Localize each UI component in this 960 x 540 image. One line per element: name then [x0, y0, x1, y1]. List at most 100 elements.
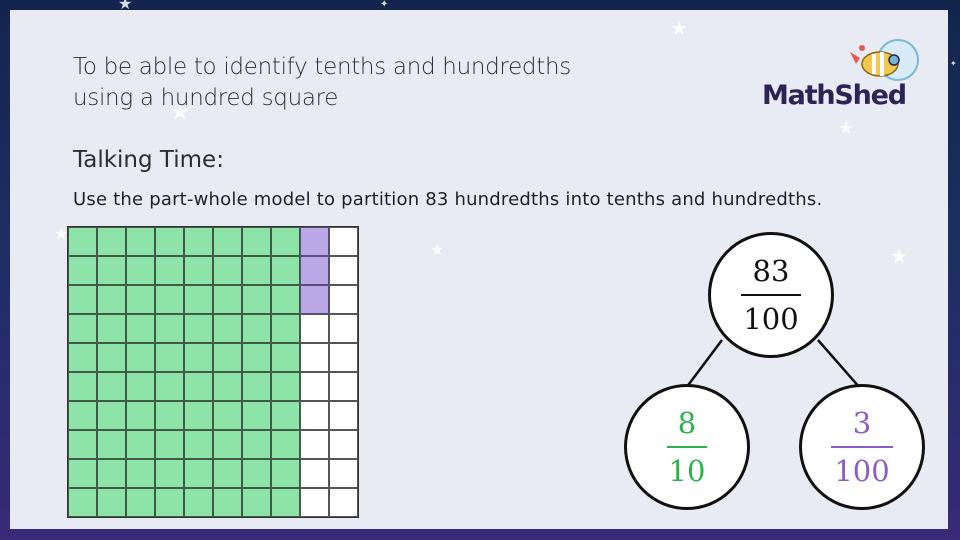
talking-time-heading: Talking Time:	[73, 147, 224, 173]
tenth-cell	[97, 256, 126, 285]
star-icon: ★	[890, 244, 908, 268]
empty-cell	[329, 459, 358, 488]
star-icon: ★	[170, 100, 190, 125]
slide: ★ ★ ★ ★ ★ ★ To be able to identify tenth…	[10, 10, 948, 529]
tenth-cell	[271, 227, 300, 256]
mathshed-logo: MathShed	[762, 38, 922, 113]
tenth-cell	[126, 372, 155, 401]
tenth-cell	[213, 227, 242, 256]
tenth-cell	[126, 401, 155, 430]
tenth-cell	[155, 256, 184, 285]
tenth-cell	[68, 227, 97, 256]
empty-cell	[329, 372, 358, 401]
tenth-cell	[184, 227, 213, 256]
tenth-cell	[242, 256, 271, 285]
tenth-cell	[68, 488, 97, 517]
tenth-cell	[97, 401, 126, 430]
tenth-cell	[97, 430, 126, 459]
tenth-cell	[126, 343, 155, 372]
tenth-cell	[242, 372, 271, 401]
tenth-cell	[126, 488, 155, 517]
tenth-cell	[68, 401, 97, 430]
hundredth-cell	[300, 285, 329, 314]
tenth-cell	[213, 459, 242, 488]
tenth-cell	[184, 343, 213, 372]
part-hundredths-circle: 3 100	[799, 384, 925, 510]
tenth-cell	[126, 227, 155, 256]
tenth-cell	[271, 285, 300, 314]
tenth-cell	[213, 314, 242, 343]
hundredth-cell	[300, 256, 329, 285]
whole-circle: 83 100	[708, 232, 834, 358]
tenth-cell	[213, 256, 242, 285]
star-icon: ✦	[950, 59, 957, 68]
tenths-denominator: 10	[668, 454, 706, 488]
tenth-cell	[213, 488, 242, 517]
tenth-cell	[271, 401, 300, 430]
empty-cell	[300, 430, 329, 459]
tenth-cell	[68, 314, 97, 343]
connector-right	[817, 339, 861, 389]
tenth-cell	[184, 488, 213, 517]
whole-numerator: 83	[752, 254, 790, 288]
fraction-bar	[831, 446, 893, 448]
empty-cell	[329, 285, 358, 314]
tenth-cell	[271, 459, 300, 488]
rocket-mascot-icon	[850, 39, 919, 81]
tenth-cell	[242, 488, 271, 517]
star-icon: ★	[118, 0, 133, 13]
tenth-cell	[68, 430, 97, 459]
tenth-cell	[155, 343, 184, 372]
tenth-cell	[184, 430, 213, 459]
tenth-cell	[155, 314, 184, 343]
empty-cell	[300, 488, 329, 517]
tenth-cell	[68, 256, 97, 285]
tenth-cell	[184, 314, 213, 343]
part-whole-connectors	[685, 339, 861, 389]
tenth-cell	[68, 372, 97, 401]
objective-line-2: using a hundred square	[73, 85, 339, 111]
tenth-cell	[242, 343, 271, 372]
tenth-cell	[155, 459, 184, 488]
empty-cell	[329, 488, 358, 517]
empty-cell	[329, 227, 358, 256]
tenth-cell	[155, 488, 184, 517]
empty-cell	[329, 430, 358, 459]
whole-denominator: 100	[743, 302, 799, 336]
tenths-numerator: 8	[677, 406, 697, 440]
objective-line-1: To be able to identify tenths and hundre…	[73, 54, 571, 80]
tenth-cell	[97, 488, 126, 517]
tenth-cell	[155, 285, 184, 314]
tenth-cell	[213, 401, 242, 430]
tenth-cell	[242, 430, 271, 459]
instruction-text: Use the part-whole model to partition 83…	[73, 189, 823, 210]
tenth-cell	[97, 343, 126, 372]
tenth-cell	[126, 430, 155, 459]
tenth-cell	[184, 285, 213, 314]
tenth-cell	[97, 285, 126, 314]
tenth-cell	[155, 401, 184, 430]
tenth-cell	[126, 314, 155, 343]
fraction-bar	[667, 446, 707, 448]
tenth-cell	[126, 459, 155, 488]
tenth-cell	[271, 256, 300, 285]
empty-cell	[300, 343, 329, 372]
tenth-cell	[271, 372, 300, 401]
tenth-cell	[68, 459, 97, 488]
fraction-bar	[741, 294, 801, 296]
star-icon: ★	[430, 240, 445, 259]
tenth-cell	[97, 227, 126, 256]
star-icon: ★	[838, 118, 855, 139]
empty-cell	[300, 372, 329, 401]
connector-left	[685, 339, 723, 389]
tenth-cell	[213, 430, 242, 459]
tenth-cell	[271, 314, 300, 343]
tenth-cell	[97, 372, 126, 401]
learning-objective: To be able to identify tenths and hundre…	[73, 52, 571, 114]
tenth-cell	[242, 401, 271, 430]
hundred-square	[67, 226, 359, 518]
tenth-cell	[68, 343, 97, 372]
empty-cell	[300, 401, 329, 430]
tenth-cell	[155, 372, 184, 401]
tenth-cell	[126, 285, 155, 314]
